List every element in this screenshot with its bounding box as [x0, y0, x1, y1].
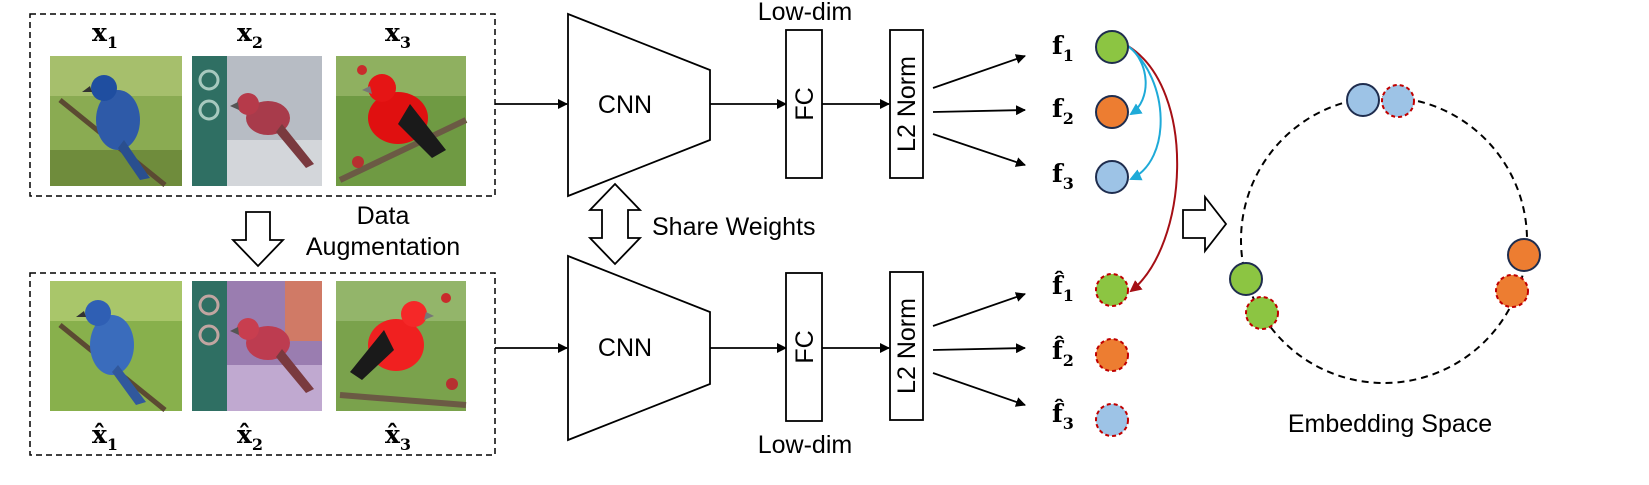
embedding-point-f3 [1346, 83, 1380, 117]
embedding-point-f1 [1229, 262, 1263, 296]
red-finch-on-feeder-photo [192, 56, 322, 186]
share-weights-arrow [587, 182, 643, 266]
fc-bottom-label: FC [791, 330, 819, 363]
scarlet-tanager-photo [336, 56, 468, 186]
cnn-top [567, 12, 711, 198]
cnn-bottom-label: CNN [598, 334, 652, 362]
norm-to-f3-hat-arrow [932, 372, 1026, 407]
embedding-point-f2 [1507, 238, 1541, 272]
feature-f2-circle [1095, 95, 1129, 129]
label-x3-hat: x̂3 [385, 420, 411, 454]
fc-bottom [785, 272, 823, 422]
negative-pair-arrow-f3 [1127, 45, 1162, 181]
feature-label-f2: f2 [1052, 94, 1074, 128]
positive-pair-arrow [1127, 45, 1179, 293]
feature-f1-circle [1095, 30, 1129, 64]
norm-to-f3-arrow [932, 133, 1026, 167]
label-x1: x1 [92, 18, 118, 52]
blue-bird-augmented-photo [50, 281, 182, 412]
norm-to-f2-hat-arrow [932, 343, 1026, 354]
cnn-top-label: CNN [598, 91, 652, 119]
feature-label-f3-hat: f̂3 [1052, 399, 1074, 433]
fc-top [785, 29, 823, 179]
embedding-point-f1-hat [1245, 296, 1279, 330]
feature-f3-hat-circle [1095, 403, 1129, 437]
feature-f3-circle [1095, 160, 1129, 194]
norm-to-f1-arrow [932, 54, 1026, 89]
scarlet-tanager-augmented-photo [336, 281, 467, 411]
augmentation-arrow [230, 211, 286, 268]
label-x3: x3 [385, 18, 411, 52]
augmentation-label-line2: Augmentation [306, 233, 460, 261]
embedding-sphere [1240, 96, 1528, 384]
to-embedding-arrow [1182, 194, 1228, 254]
low-dim-top-label: Low-dim [758, 0, 852, 26]
l2-norm-bottom [889, 271, 924, 421]
negative-pair-arrow-f2 [1127, 45, 1147, 116]
feature-f2-hat-circle [1095, 338, 1129, 372]
fc-top-label: FC [791, 87, 819, 120]
cnn-bottom [567, 254, 711, 442]
low-dim-bottom-label: Low-dim [758, 431, 852, 459]
feature-label-f2-hat: f̂2 [1052, 336, 1074, 370]
l2-norm-top-label: L2 Norm [893, 56, 921, 152]
red-finch-augmented-photo [192, 281, 322, 411]
embedding-space-label: Embedding Space [1288, 410, 1492, 438]
blue-bird-photo [50, 56, 182, 187]
label-x2-hat: x̂2 [237, 420, 263, 454]
bottom-batch-frame [29, 272, 496, 456]
label-x2: x2 [237, 18, 263, 52]
feature-label-f3: f3 [1052, 159, 1074, 193]
feature-f1-hat-circle [1095, 273, 1129, 307]
norm-to-f1-hat-arrow [932, 292, 1026, 327]
embedding-point-f2-hat [1495, 274, 1529, 308]
l2-norm-bottom-label: L2 Norm [893, 298, 921, 394]
l2-norm-top [889, 29, 924, 179]
feature-label-f1-hat: f̂1 [1052, 271, 1074, 305]
norm-to-f2-arrow [932, 105, 1026, 116]
label-x1-hat: x̂1 [92, 420, 118, 454]
top-batch-frame [29, 13, 496, 197]
embedding-point-f3-hat [1381, 84, 1415, 118]
share-weights-label: Share Weights [652, 213, 816, 241]
feature-label-f1: f1 [1052, 31, 1074, 65]
augmentation-label-line1: Data [357, 202, 410, 230]
